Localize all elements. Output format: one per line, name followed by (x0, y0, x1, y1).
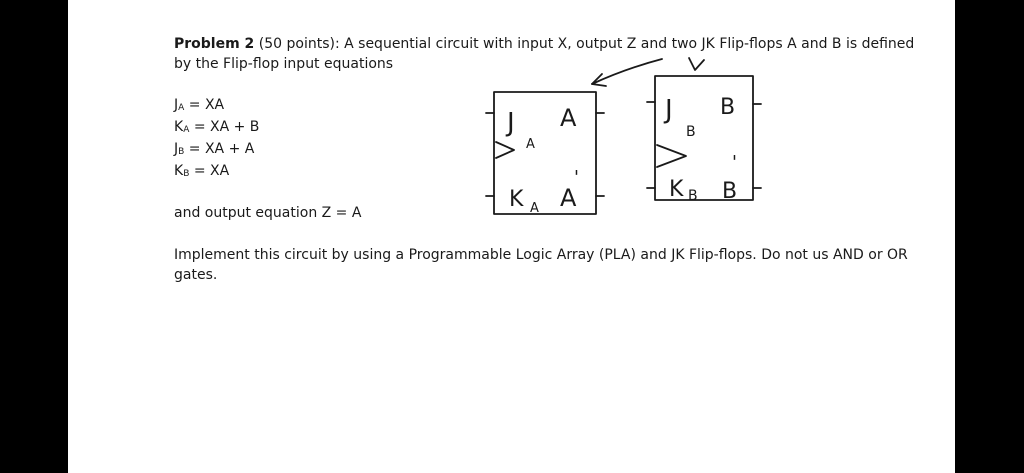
ff-a-qn-prime: ' (574, 167, 579, 188)
flip-flop-sketch: J A A K A A ' J B B K B B ' (485, 57, 762, 216)
ff-b-k-sub: B (688, 188, 698, 204)
ff-b-clock-icon (656, 144, 687, 168)
problem-points: (50 points): (258, 36, 340, 52)
ff-b-qn-label: B (722, 179, 737, 204)
ff-a-block: J A A K A A ' (485, 91, 605, 216)
equation-ja: JA = XA (174, 97, 225, 113)
ff-a-j-label: J (505, 108, 515, 138)
ff-b-box (654, 75, 754, 201)
ff-a-qn-label: A (560, 184, 577, 212)
arrow-head-a (591, 73, 607, 87)
ff-b-k-label: K (669, 177, 684, 202)
ff-b-j-label: J (663, 95, 673, 125)
problem-line1: A sequential circuit with input X, outpu… (344, 36, 915, 52)
ff-a-k-label: K (509, 187, 524, 212)
equation-jb: JB = XA + A (174, 141, 255, 157)
document-page: Problem 2 (50 points): A sequential circ… (68, 0, 955, 473)
problem-line2: by the Flip-flop input equations (174, 56, 394, 72)
implement-line1: Implement this circuit by using a Progra… (174, 247, 908, 263)
arrow-to-ff-a (591, 58, 663, 85)
arrow-to-ff-b (688, 57, 705, 71)
equation-ka: KA = XA + B (174, 119, 260, 135)
ff-b-j-sub: B (686, 124, 696, 140)
output-equation: and output equation Z = A (174, 205, 362, 221)
implement-line2: gates. (174, 267, 218, 283)
ff-a-q-label: A (560, 104, 577, 132)
ff-b-q-label: B (720, 95, 735, 120)
equation-kb: KB = XA (174, 163, 230, 179)
ff-b-block: J B B K B B ' (646, 75, 762, 204)
ff-a-box (493, 91, 597, 215)
problem-statement: Problem 2 (50 points): A sequential circ… (174, 34, 914, 74)
ff-a-j-sub: A (526, 137, 535, 152)
problem-heading: Problem 2 (174, 36, 255, 52)
ff-a-k-sub: A (530, 201, 539, 216)
ff-a-clock-icon (495, 141, 515, 159)
ff-b-qn-prime: ' (732, 152, 737, 173)
implement-instructions: Implement this circuit by using a Progra… (174, 245, 908, 285)
